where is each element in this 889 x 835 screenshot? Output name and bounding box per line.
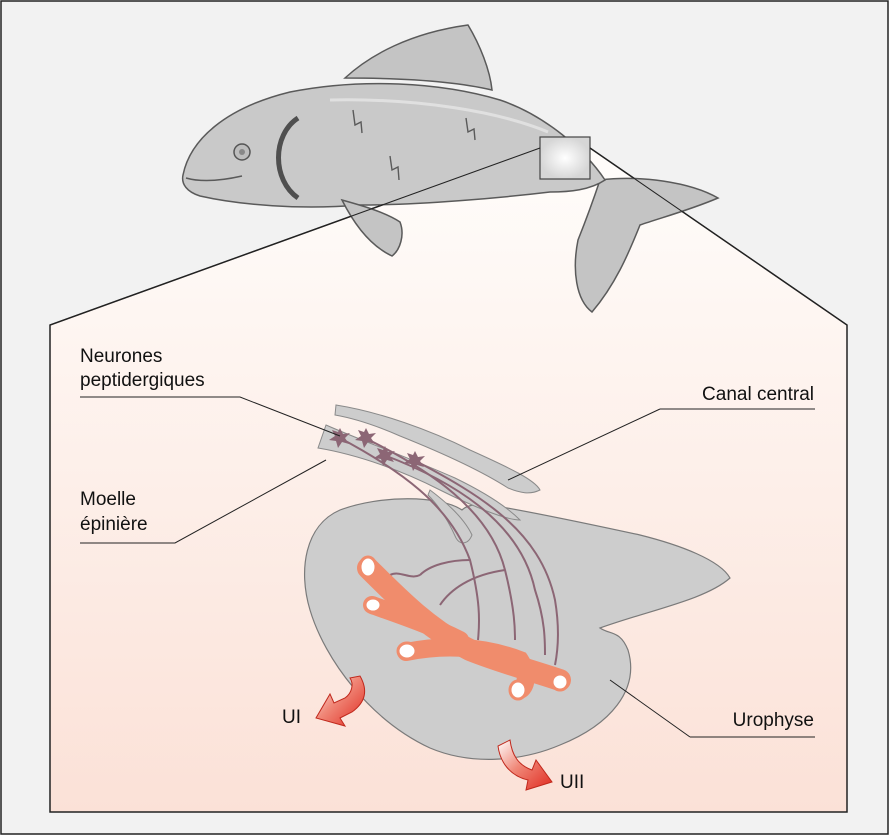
label-neurones-line2: peptidergiques <box>80 370 205 391</box>
label-uii: UII <box>560 772 584 793</box>
label-canal-central: Canal central <box>702 384 814 405</box>
label-urophyse: Urophyse <box>733 710 814 731</box>
label-moelle-line1: Moelle <box>80 489 136 510</box>
label-moelle-line2: épinière <box>80 514 148 535</box>
label-ui: UI <box>282 707 301 728</box>
label-neurones-line1: Neurones <box>80 346 162 367</box>
fish-highlight-region <box>540 137 590 179</box>
